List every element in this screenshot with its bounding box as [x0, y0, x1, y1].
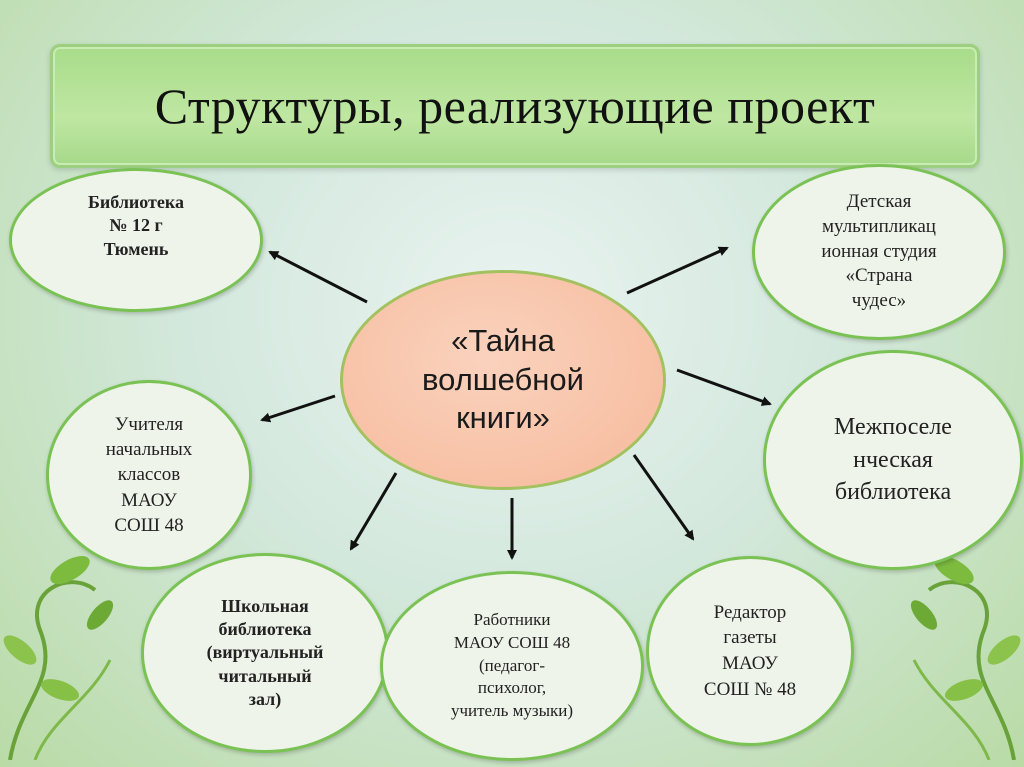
- node-workers-label: Работники МАОУ СОШ 48 (педагог- психолог…: [451, 609, 573, 724]
- node-teachers: Учителя начальных классов МАОУ СОШ 48: [46, 380, 252, 570]
- node-teachers-label: Учителя начальных классов МАОУ СОШ 48: [106, 412, 193, 537]
- node-newspaper-editor-label: Редактор газеты МАОУ СОШ № 48: [704, 600, 796, 703]
- arrow-to-newspaper-editor: [634, 455, 693, 539]
- arrow-to-cartoon-studio: [627, 248, 727, 293]
- node-interlibrary: Межпоселе нческая библиотека: [763, 350, 1023, 570]
- arrow-to-library-12: [270, 252, 367, 302]
- node-library-12-label: Библиотека № 12 г Тюмень: [88, 191, 184, 261]
- node-interlibrary-label: Межпоселе нческая библиотека: [834, 411, 952, 508]
- node-school-library: Школьная библиотека (виртуальный читальн…: [141, 553, 389, 753]
- arrow-to-interlibrary: [677, 370, 770, 404]
- node-cartoon-studio-label: Детская мультипликац ионная студия «Стра…: [821, 190, 936, 313]
- node-workers: Работники МАОУ СОШ 48 (педагог- психолог…: [380, 571, 644, 761]
- arrow-to-teachers: [262, 396, 335, 420]
- arrow-to-school-library: [351, 473, 396, 549]
- center-node: «Тайна волшебной книги»: [340, 270, 666, 490]
- center-node-label: «Тайна волшебной книги»: [422, 322, 584, 438]
- node-library-12: Библиотека № 12 г Тюмень: [9, 168, 263, 312]
- node-school-library-label: Школьная библиотека (виртуальный читальн…: [207, 595, 324, 712]
- node-cartoon-studio: Детская мультипликац ионная студия «Стра…: [752, 164, 1006, 340]
- node-newspaper-editor: Редактор газеты МАОУ СОШ № 48: [646, 556, 854, 746]
